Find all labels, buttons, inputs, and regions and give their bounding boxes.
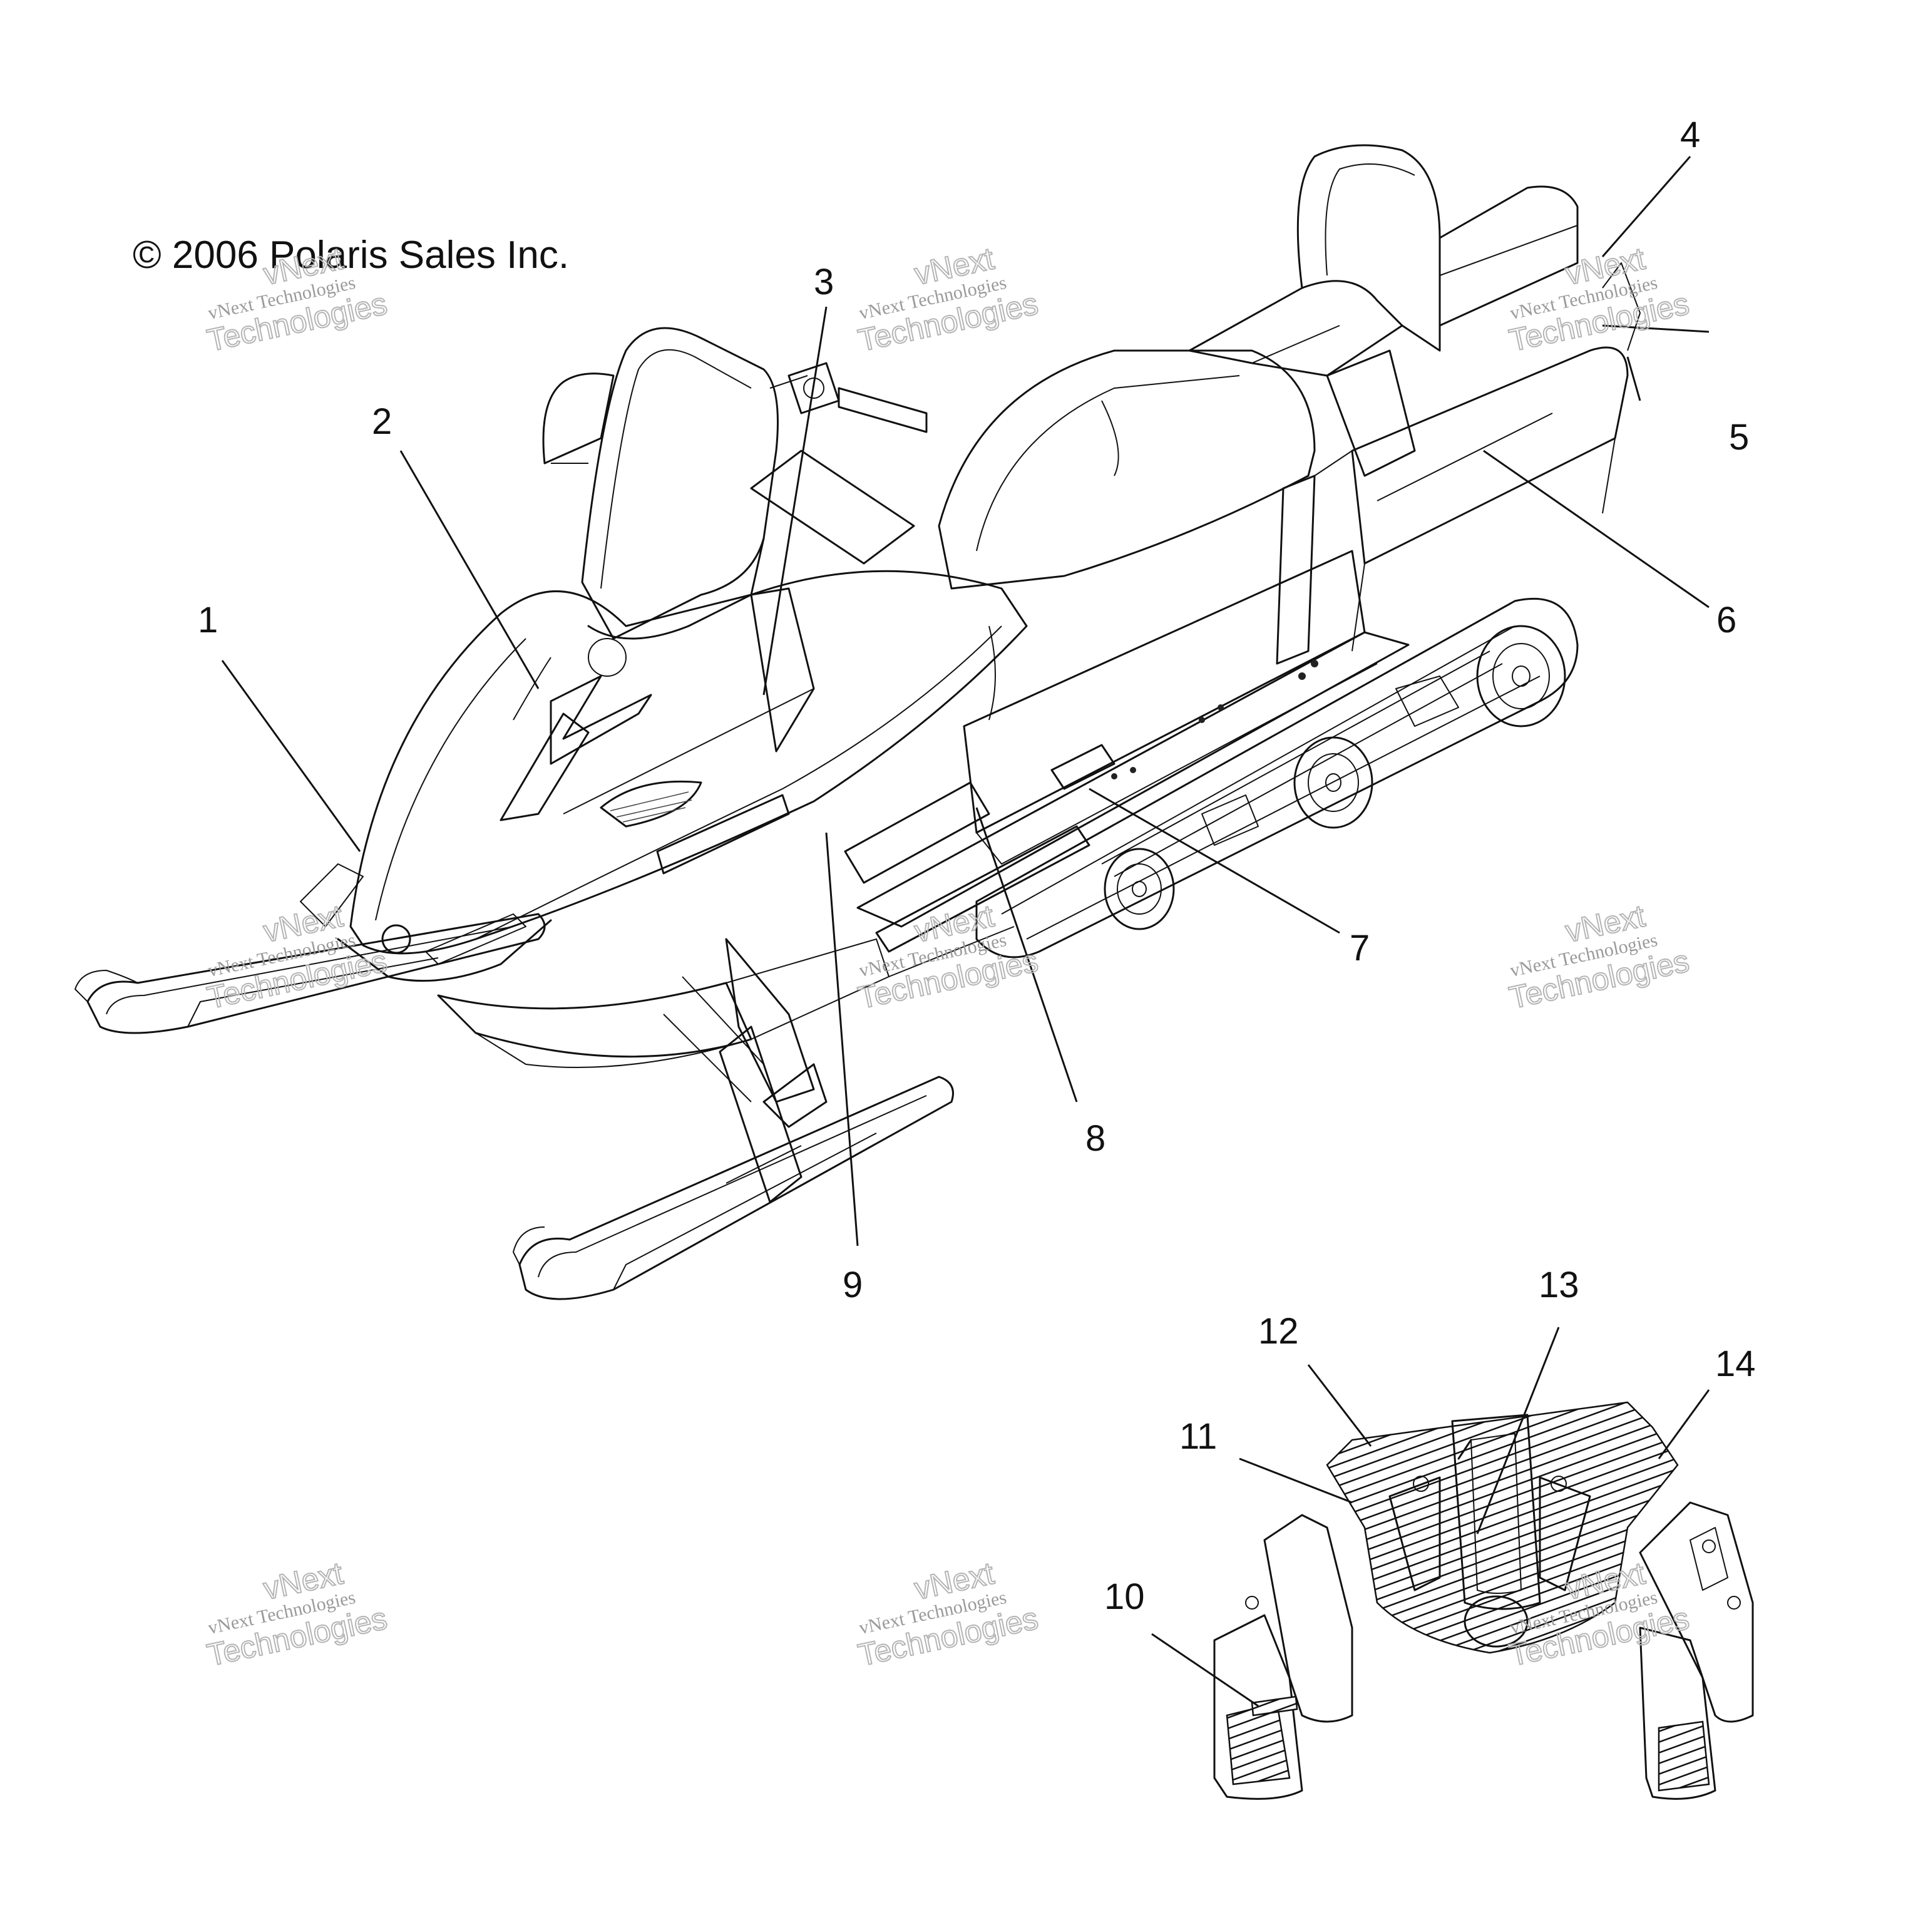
callout-labels: 1 2 3 4 5 6 7 8 9 10 11 12 13 14 bbox=[198, 115, 1756, 1617]
watermark: vNext Technologies Technologies vNext bbox=[1505, 898, 1693, 1016]
handlebar bbox=[750, 362, 928, 565]
rear-idler-wheel bbox=[1476, 625, 1566, 727]
callout-2: 2 bbox=[372, 401, 392, 442]
watermark: vNext Technologies Technologies vNext bbox=[203, 898, 391, 1016]
callout-6: 6 bbox=[1716, 600, 1736, 640]
callout-14: 14 bbox=[1715, 1344, 1756, 1384]
front-view-drawing bbox=[1213, 1401, 1754, 1800]
hood bbox=[337, 570, 1028, 982]
callout-4: 4 bbox=[1680, 115, 1700, 155]
callout-11: 11 bbox=[1179, 1416, 1217, 1457]
snowmobile-drawing bbox=[74, 144, 1641, 1300]
leader-lines bbox=[221, 156, 1710, 1707]
callout-8: 8 bbox=[1085, 1118, 1105, 1159]
right-step-hatched bbox=[1658, 1720, 1710, 1792]
right-ski bbox=[513, 1076, 954, 1300]
callout-3: 3 bbox=[814, 262, 834, 302]
watermark: vNext Technologies Technologies vNext bbox=[854, 240, 1042, 359]
front-idler-wheel bbox=[1104, 848, 1175, 930]
watermark: vNext Technologies Technologies vNext bbox=[203, 240, 391, 359]
callout-5: 5 bbox=[1729, 417, 1749, 458]
windshield bbox=[542, 327, 779, 677]
callout-10: 10 bbox=[1104, 1576, 1145, 1617]
track-assembly bbox=[975, 597, 1579, 958]
callout-13: 13 bbox=[1539, 1265, 1579, 1305]
callout-7: 7 bbox=[1350, 928, 1370, 969]
rear-storage bbox=[1276, 262, 1641, 665]
tunnel-and-running-board bbox=[856, 550, 1410, 928]
seat bbox=[938, 144, 1579, 590]
watermark: vNext Technologies Technologies vNext bbox=[203, 1555, 391, 1673]
copyright-text: © 2006 Polaris Sales Inc. bbox=[133, 234, 569, 277]
left-ski bbox=[74, 913, 546, 1034]
decal-10-patch bbox=[1251, 1695, 1298, 1717]
lower-body bbox=[437, 926, 1015, 1068]
callout-1: 1 bbox=[198, 600, 218, 640]
callout-9: 9 bbox=[843, 1265, 863, 1305]
side-panels bbox=[656, 587, 1115, 953]
watermark: vNext Technologies Technologies vNext bbox=[1505, 240, 1693, 359]
callout-12: 12 bbox=[1258, 1311, 1299, 1352]
watermark: vNext Technologies Technologies vNext bbox=[854, 1555, 1042, 1673]
